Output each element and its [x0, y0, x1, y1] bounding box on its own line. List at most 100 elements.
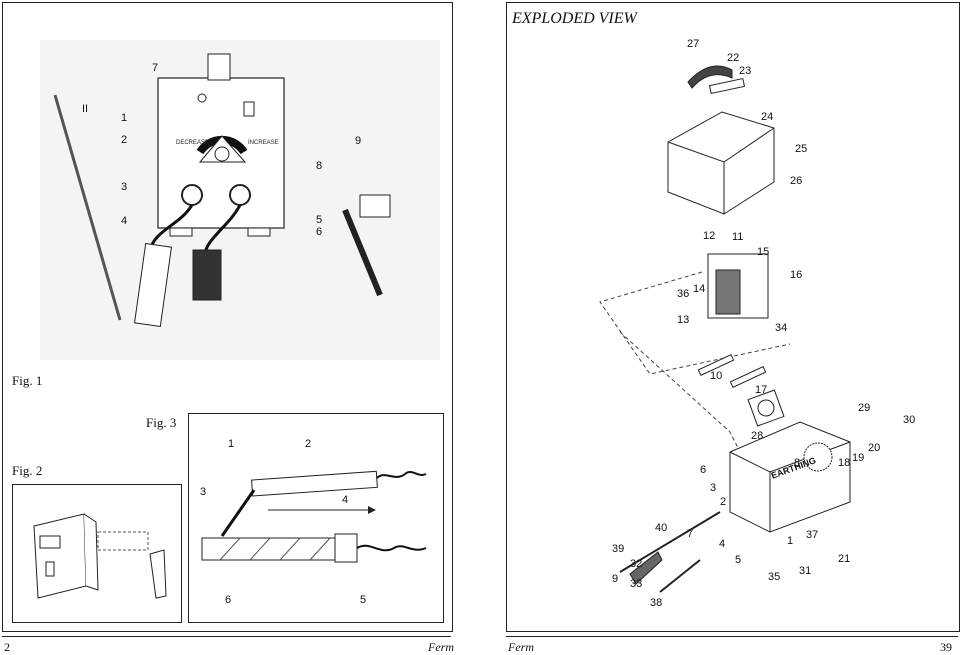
fan-rotor: [757, 399, 775, 417]
callout-3: 3: [121, 181, 128, 193]
handle: [687, 65, 733, 89]
ev-callout-21: 21: [838, 553, 851, 565]
right-footer-rule: [506, 636, 958, 637]
top-cover: [667, 111, 775, 215]
panel-slot: [45, 561, 55, 577]
ev-callout-40: 40: [655, 522, 668, 534]
ev-callout-18: 18: [838, 457, 851, 469]
callout-4: 4: [121, 215, 128, 227]
callout-7: 7: [152, 62, 159, 74]
knob-center: [214, 146, 230, 162]
brush-hammer-handle: [342, 208, 383, 297]
assembly-line-2: [619, 331, 741, 453]
callout-5: 5: [316, 214, 323, 226]
fig3-callout-6: 6: [225, 594, 232, 606]
handle-ghost: [97, 531, 149, 551]
earth-clamp: [192, 249, 222, 301]
callout-9: 9: [355, 135, 362, 147]
cable-bottom: [356, 544, 427, 552]
fig3-frame: [188, 413, 444, 623]
ev-callout-15: 15: [757, 246, 770, 258]
ev-callout-23: 23: [739, 65, 752, 77]
ev-callout-26: 26: [790, 175, 803, 187]
earth-clamp-part: [629, 551, 663, 585]
ev-callout-28: 28: [751, 430, 764, 442]
fig1-label: Fig. 1: [12, 373, 43, 388]
ev-callout-35: 35: [768, 571, 781, 583]
fig3-illustration: [201, 470, 427, 563]
right-page-number: 39: [940, 640, 952, 654]
fig3-callout-5: 5: [360, 594, 367, 606]
ev-callout-29: 29: [858, 402, 871, 414]
rail-1: [697, 354, 735, 376]
callout-6: 6: [316, 226, 323, 238]
ev-callout-2: 2: [720, 496, 727, 508]
holder: [251, 470, 378, 497]
fig3-callout-4: 4: [342, 494, 349, 506]
ev-callout-7: 7: [687, 528, 694, 540]
fig2-label: Fig. 2: [12, 463, 43, 478]
ev-callout-36: 36: [677, 288, 690, 300]
ev-callout-27: 27: [687, 38, 700, 50]
ev-callout-34: 34: [775, 322, 788, 334]
ev-callout-6: 6: [700, 464, 707, 476]
pilot-light: [197, 93, 207, 103]
exploded-view-diagram: [599, 65, 851, 593]
ev-callout-14: 14: [693, 283, 706, 295]
lower-cable: [659, 559, 701, 593]
ev-callout-37: 37: [806, 529, 819, 541]
ev-callout-32: 32: [630, 558, 643, 570]
welder-foot-left: [169, 227, 193, 237]
assembly-line-1: [599, 271, 791, 375]
brush-head: [359, 194, 391, 218]
increase-text: INCREASE: [248, 140, 279, 146]
clamp: [334, 533, 358, 563]
ev-callout-38: 38: [650, 597, 663, 609]
ev-callout-24: 24: [761, 111, 774, 123]
ev-callout-22: 22: [727, 52, 740, 64]
fig3-callout-2: 2: [305, 438, 312, 450]
fig3-callout-3: 3: [200, 486, 207, 498]
exploded-view-title: EXPLODED VIEW: [512, 10, 637, 27]
electrode-holder: [133, 243, 173, 327]
fig3-callout-1: 1: [228, 438, 235, 450]
ev-callout-4: 4: [719, 538, 726, 550]
fig2-illustration: [33, 513, 167, 599]
ev-callout-3: 3: [710, 482, 717, 494]
cable-line: [619, 511, 721, 573]
fig1-welder-illustration: DECREASE INCREASE: [40, 40, 440, 360]
right-footer-brand: Ferm: [508, 640, 534, 654]
ev-callout-33: 33: [630, 578, 643, 590]
callout-2: 2: [121, 134, 128, 146]
callout-1: 1: [121, 112, 128, 124]
ev-callout-10: 10: [710, 370, 723, 382]
ev-callout-12: 12: [703, 230, 716, 242]
cable-top: [376, 471, 427, 479]
handle-bracket: [708, 77, 746, 95]
welder-foot-right: [247, 227, 271, 237]
terminal-left: [181, 184, 203, 206]
transformer-coil: [715, 269, 741, 315]
ev-callout-17: 17: [755, 384, 768, 396]
ev-callout-11: 11: [732, 231, 744, 243]
ev-callout-16: 16: [790, 269, 803, 281]
decrease-text: DECREASE: [176, 140, 209, 146]
base-chassis: [729, 421, 851, 533]
left-footer-rule: [2, 636, 451, 637]
callout-II: II: [82, 103, 89, 115]
workpiece: [201, 537, 353, 561]
fig3-label: Fig. 3: [146, 415, 177, 430]
left-footer-brand: Ferm: [428, 640, 454, 654]
ev-callout-13: 13: [677, 314, 690, 326]
rail-2: [729, 366, 767, 388]
ev-callout-25: 25: [795, 143, 808, 155]
ev-callout-19: 19: [852, 452, 865, 464]
arrow-head: [368, 506, 376, 514]
ev-callout-1: 1: [787, 535, 794, 547]
workpiece-hatch: [219, 537, 241, 561]
ev-callout-9: 9: [612, 573, 619, 585]
ev-callout-31: 31: [799, 565, 812, 577]
on-off-switch: [243, 101, 255, 117]
terminal-right: [229, 184, 251, 206]
welder-side-panel: [83, 513, 99, 591]
